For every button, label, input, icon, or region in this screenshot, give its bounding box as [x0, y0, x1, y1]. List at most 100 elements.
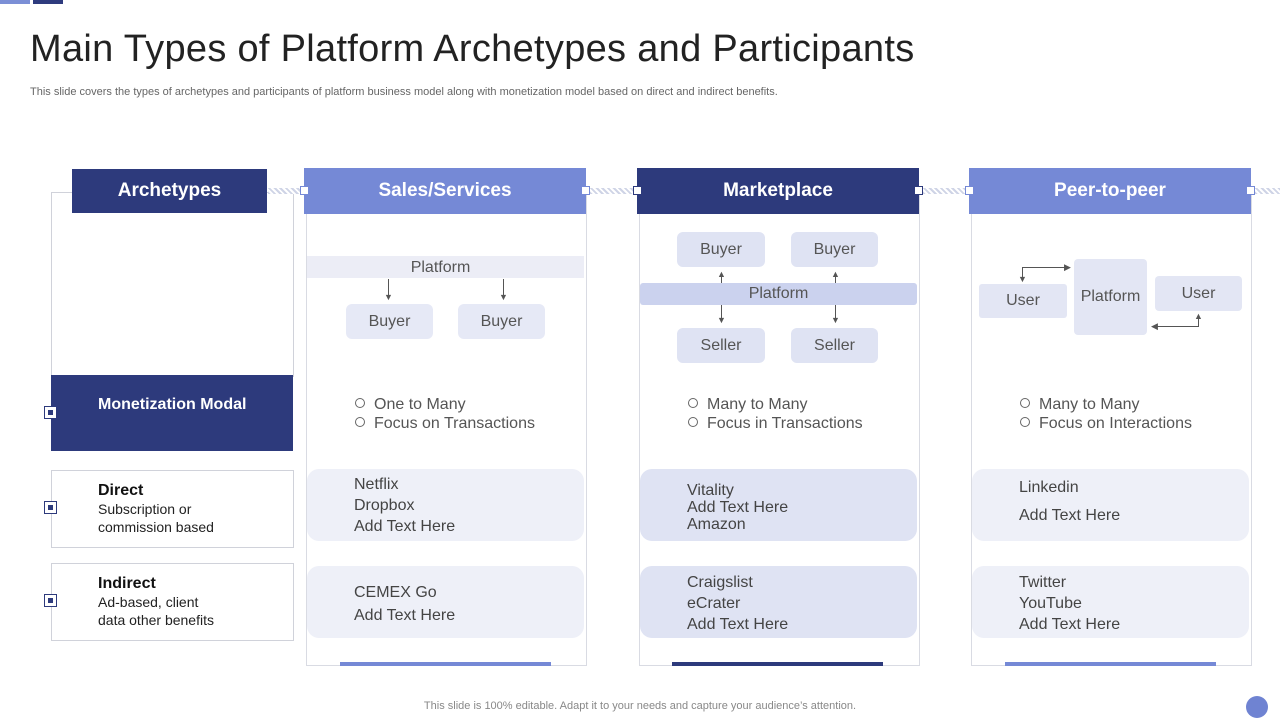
- bullet-circle-icon: [355, 398, 365, 408]
- monetization-label: Monetization Modal: [98, 396, 247, 413]
- arrow-line-icon: [1198, 318, 1199, 327]
- arrow-down-icon: [388, 279, 389, 296]
- bullet-circle-icon: [1020, 398, 1030, 408]
- p2p-direct-item: Linkedin: [1019, 479, 1079, 496]
- p2p-bullet-1: Many to Many: [1020, 395, 1192, 414]
- indirect-marker-icon: [44, 594, 57, 607]
- arrowhead-up-icon: ▲: [831, 269, 840, 279]
- p2p-indirect-list: Twitter YouTube Add Text Here: [1019, 572, 1120, 635]
- arrowhead-up-icon: ▲: [1194, 311, 1203, 321]
- sales-bottom-bar: [340, 662, 551, 666]
- direct-text: Subscription or commission based: [98, 501, 214, 535]
- p2p-direct-box: [972, 469, 1249, 541]
- sales-platform-band: [307, 256, 584, 278]
- market-indirect-item: Add Text Here: [687, 616, 789, 633]
- connector-dash: [1255, 188, 1280, 194]
- sales-buyer-2: Buyer: [458, 304, 545, 339]
- arrowhead-down-icon: ▼: [499, 292, 508, 302]
- corner-dot-icon: [1246, 696, 1268, 718]
- page-title: Main Types of Platform Archetypes and Pa…: [30, 28, 915, 70]
- arrow-down-icon: [835, 305, 836, 318]
- p2p-bullet-2: Focus on Interactions: [1020, 414, 1192, 433]
- arrowhead-down-icon: ▼: [717, 315, 726, 325]
- p2p-direct-list: Linkedin Add Text Here: [1019, 474, 1120, 530]
- sales-header: Sales/Services: [304, 168, 586, 214]
- p2p-platform: Platform: [1074, 259, 1147, 335]
- sales-indirect-item: Add Text Here: [354, 607, 456, 624]
- top-accent-bar-light: [0, 0, 30, 4]
- arrow-line-icon: [1022, 267, 1066, 268]
- market-bullet-2: Focus in Transactions: [688, 414, 863, 433]
- arrowhead-left-icon: ◀: [1151, 321, 1158, 331]
- arrowhead-right-icon: ▶: [1064, 262, 1071, 272]
- sales-direct-list: Netflix Dropbox Add Text Here: [354, 474, 455, 537]
- p2p-user-1: User: [979, 284, 1067, 318]
- market-seller-2: Seller: [791, 328, 878, 363]
- connector-dash: [923, 188, 969, 194]
- bullet-circle-icon: [355, 417, 365, 427]
- sales-header-left-node: [300, 186, 309, 195]
- market-seller-1: Seller: [677, 328, 765, 363]
- market-indirect-item: Craigslist: [687, 574, 753, 591]
- marketplace-header-left-node: [633, 186, 642, 195]
- marketplace-header-right-node: [914, 186, 923, 195]
- arrow-line-icon: [1156, 326, 1199, 327]
- arrowhead-down-icon: ▼: [384, 292, 393, 302]
- sales-direct-item: Add Text Here: [354, 518, 456, 535]
- page-subtitle: This slide covers the types of archetype…: [30, 86, 778, 98]
- top-accent-bar-dark: [33, 0, 63, 4]
- market-direct-item: Vitality: [687, 482, 734, 499]
- market-buyer-2: Buyer: [791, 232, 878, 267]
- indirect-text: Ad-based, client data other benefits: [98, 594, 214, 628]
- p2p-header-right-node: [1246, 186, 1255, 195]
- sales-indirect-item: CEMEX Go: [354, 584, 437, 601]
- direct-title: Direct: [98, 482, 144, 499]
- market-direct-box: [640, 469, 917, 541]
- market-direct-item: Add Text Here: [687, 499, 789, 516]
- p2p-indirect-item: YouTube: [1019, 595, 1082, 612]
- connector-dash: [590, 188, 636, 194]
- direct-panel: [51, 470, 294, 548]
- market-bullet-1: Many to Many: [688, 395, 863, 414]
- p2p-indirect-box: [972, 566, 1249, 638]
- sales-indirect-box: [307, 566, 584, 638]
- indirect-panel: [51, 563, 294, 641]
- p2p-indirect-item: Twitter: [1019, 574, 1067, 591]
- p2p-indirect-item: Add Text Here: [1019, 616, 1121, 633]
- p2p-user-2: User: [1155, 276, 1242, 311]
- bullet-circle-icon: [688, 398, 698, 408]
- sales-header-right-node: [581, 186, 590, 195]
- sales-platform-label: Platform: [410, 259, 471, 276]
- sales-direct-item: Dropbox: [354, 497, 415, 514]
- direct-marker-icon: [44, 501, 57, 514]
- arrow-up-icon: [835, 276, 836, 283]
- monetization-header: [51, 375, 293, 451]
- market-indirect-list: Craigslist eCrater Add Text Here: [687, 572, 788, 635]
- p2p-bottom-bar: [1005, 662, 1216, 666]
- p2p-header-left-node: [965, 186, 974, 195]
- arrow-down-icon: [503, 279, 504, 296]
- market-direct-list: Vitality Add Text Here Amazon: [687, 482, 788, 533]
- marketplace-header: Marketplace: [637, 168, 919, 214]
- market-platform: Platform: [640, 283, 917, 305]
- p2p-header: Peer-to-peer: [969, 168, 1251, 214]
- market-direct-item: Amazon: [687, 516, 746, 533]
- market-bottom-bar: [672, 662, 883, 666]
- sales-bullet-1: One to Many: [355, 395, 535, 414]
- indirect-title: Indirect: [98, 575, 156, 592]
- arrow-up-icon: [721, 276, 722, 283]
- sales-buyer-1: Buyer: [346, 304, 433, 339]
- bullet-circle-icon: [1020, 417, 1030, 427]
- arrowhead-down-icon: ▼: [1018, 274, 1027, 284]
- arrow-down-icon: [721, 305, 722, 318]
- arrowhead-up-icon: ▲: [717, 269, 726, 279]
- archetypes-header: Archetypes: [72, 169, 267, 213]
- p2p-direct-item: Add Text Here: [1019, 507, 1121, 524]
- bullet-circle-icon: [688, 417, 698, 427]
- archetypes-panel: [51, 192, 294, 377]
- footer-note: This slide is 100% editable. Adapt it to…: [423, 700, 857, 712]
- p2p-bullets: Many to Many Focus on Interactions: [1020, 395, 1192, 433]
- sales-direct-item: Netflix: [354, 476, 399, 493]
- market-bullets: Many to Many Focus in Transactions: [688, 395, 863, 433]
- monetization-marker-icon: [44, 406, 57, 419]
